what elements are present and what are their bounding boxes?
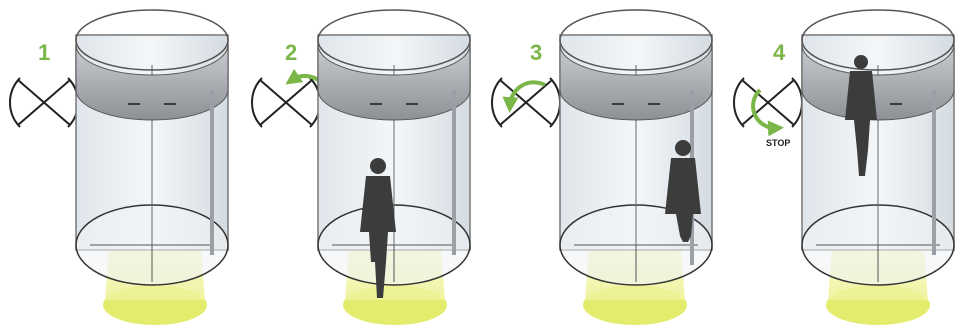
panel-1: 1 — [8, 9, 229, 325]
stop-label: STOP — [766, 138, 790, 148]
panel-4: 4 STOP — [732, 9, 955, 325]
door-icon-2 — [250, 77, 322, 128]
person-exiting — [845, 55, 877, 176]
stop-arrow — [751, 88, 784, 137]
door-icon-4 — [732, 77, 804, 128]
panel-2: 2 — [250, 9, 471, 325]
step-number-2: 2 — [285, 40, 297, 65]
rotate-counterclockwise-arrow — [502, 80, 546, 113]
door-icon-1 — [8, 77, 80, 128]
person-entering — [360, 158, 396, 298]
panel-3: 3 — [490, 9, 713, 325]
door-body-4 — [801, 9, 955, 286]
step-number-4: 4 — [773, 40, 786, 65]
step-number-1: 1 — [38, 40, 50, 65]
door-body-2 — [317, 9, 471, 286]
door-body-1 — [75, 9, 229, 286]
step-number-3: 3 — [530, 40, 542, 65]
person-inside — [665, 140, 701, 242]
